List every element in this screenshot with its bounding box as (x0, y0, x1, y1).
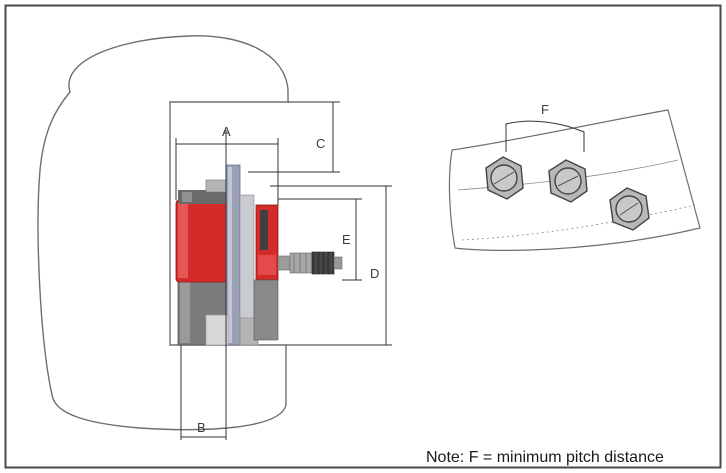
c-shaped-structure (37, 35, 289, 431)
note-text: Note: F = minimum pitch distance (426, 449, 664, 466)
label-e: E (342, 232, 351, 247)
nut-3 (609, 187, 650, 231)
label-f: F (541, 102, 549, 117)
label-c: C (316, 136, 325, 151)
label-b: B (197, 420, 206, 435)
pitch-bracket (505, 120, 585, 152)
hose-fitting (277, 251, 343, 275)
label-d: D (370, 266, 379, 281)
nut-1 (485, 156, 524, 200)
hydraulic-cylinder (175, 164, 343, 346)
nut-2 (548, 159, 588, 203)
label-a: A (222, 124, 231, 139)
dimension-lines (175, 101, 392, 440)
